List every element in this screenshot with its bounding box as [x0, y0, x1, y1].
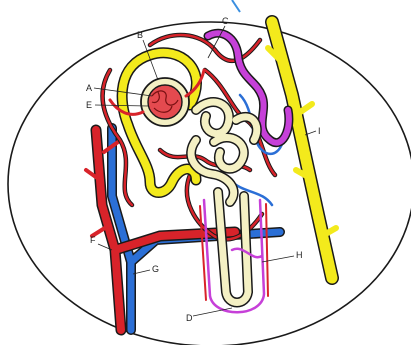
label-h: H — [296, 250, 303, 260]
label-c: C — [222, 16, 229, 26]
label-b: B — [137, 30, 143, 40]
label-e: E — [86, 100, 92, 110]
label-g: G — [152, 264, 159, 274]
frame-top-mark — [232, 0, 240, 12]
vasa-recta — [204, 200, 264, 312]
label-i: I — [318, 126, 321, 136]
label-d: D — [186, 313, 193, 323]
label-f: F — [90, 235, 96, 245]
label-a: A — [86, 83, 92, 93]
